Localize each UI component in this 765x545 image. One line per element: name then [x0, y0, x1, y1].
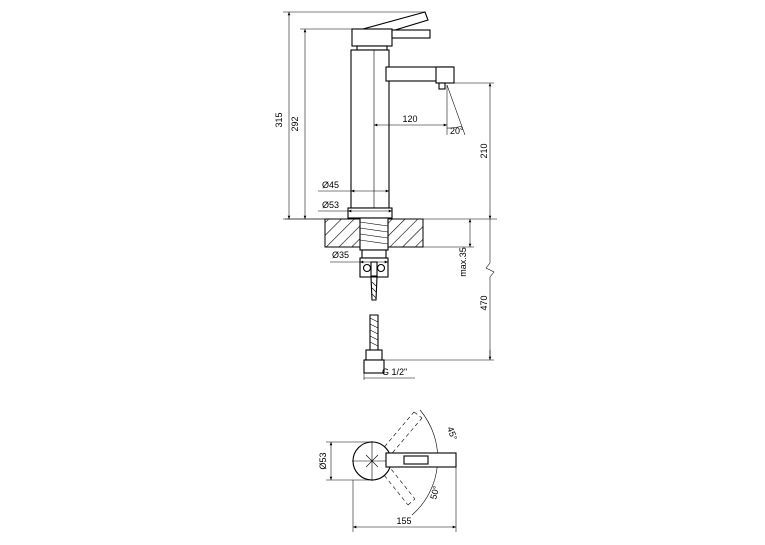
dim-label-470: 470 — [479, 295, 489, 310]
supply-hose — [363, 276, 385, 374]
dim-base-diameter: Ø53 — [318, 200, 392, 213]
dim-label-d45: Ø45 — [322, 180, 339, 190]
worktop-section — [285, 218, 497, 248]
dim-label-g12: G 1/2" — [382, 367, 407, 377]
top-handle — [385, 452, 457, 468]
handle-rotated-left — [379, 411, 423, 459]
top-view: Ø53 155 45° 50° — [318, 409, 459, 532]
spout — [385, 66, 455, 90]
dim-max-deck: max.35 — [423, 219, 474, 277]
dim-body-diameter: Ø45 — [318, 180, 389, 193]
dim-label-45deg: 45° — [445, 425, 459, 442]
fixing-nut — [359, 257, 389, 278]
dim-hose-length: 470 — [382, 219, 495, 361]
lever-handle — [351, 11, 431, 51]
dim-spout-angle: 20° — [446, 84, 466, 136]
side-view: 315 292 120 20° 210 — [274, 11, 497, 380]
dim-label-top-d53: Ø53 — [318, 452, 328, 469]
dim-height-spout: 292 — [290, 28, 352, 219]
mounting-shank — [359, 217, 389, 259]
dim-connection-thread: G 1/2" — [363, 367, 415, 380]
dim-label-120: 120 — [402, 114, 417, 124]
dim-deck-to-spout: 210 — [454, 82, 494, 219]
dim-reach: 120 — [374, 114, 447, 127]
dim-top-diameter: Ø53 — [318, 441, 372, 481]
dim-label-50deg: 50° — [428, 484, 441, 500]
dim-top-length: 155 — [352, 467, 457, 532]
dim-label-315: 315 — [274, 112, 284, 127]
dim-height-total: 315 — [274, 11, 425, 220]
dim-label-292: 292 — [290, 116, 300, 131]
dim-label-155: 155 — [396, 516, 411, 526]
dim-shank-diameter: Ø35 — [330, 250, 388, 264]
body-column — [347, 49, 393, 219]
dim-label-d35: Ø35 — [332, 250, 349, 260]
dim-label-d53: Ø53 — [322, 200, 339, 210]
dim-label-max35: max.35 — [458, 247, 468, 277]
dim-label-210: 210 — [479, 143, 489, 158]
dim-label-20deg: 20° — [450, 126, 464, 136]
